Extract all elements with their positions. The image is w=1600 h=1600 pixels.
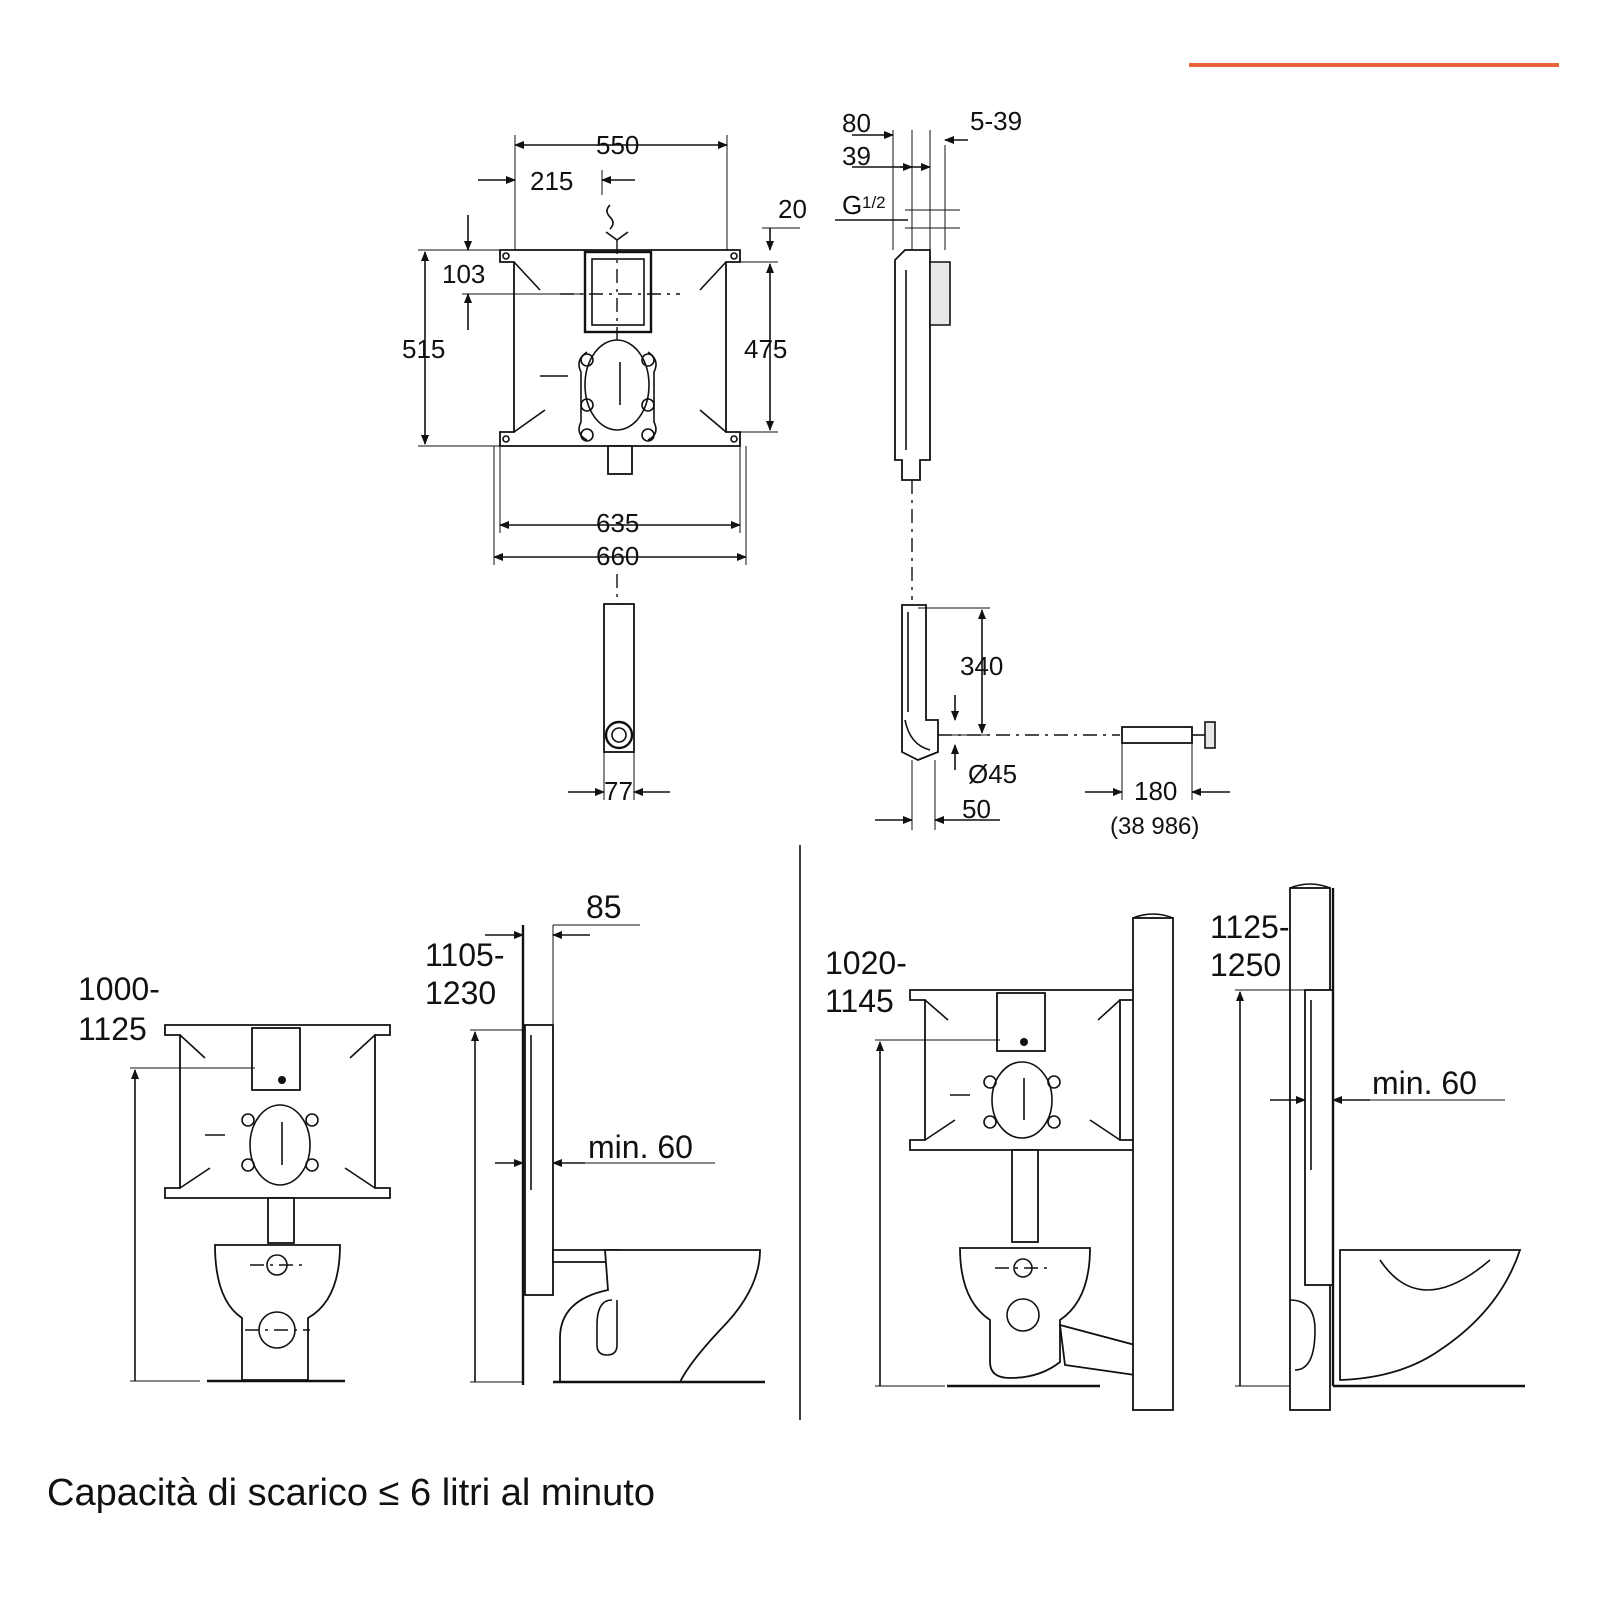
flush-capacity-caption: Capacità di scarico ≤ 6 litri al minuto [47,1472,655,1514]
thread-g: G [842,190,862,220]
dim-103: 103 [442,259,485,289]
right-height-2a: 1125- [1210,909,1289,945]
dim-550: 550 [596,130,639,160]
side-view [835,130,1230,830]
dim-660: 660 [596,541,639,571]
dim-20: 20 [778,194,807,224]
install-left-side [470,924,765,1385]
install-right-front [875,913,1174,1411]
thread-fraction: 1/2 [862,193,886,212]
dim-340: 340 [960,651,1003,681]
dim-635: 635 [596,508,639,538]
dim-215: 215 [530,166,573,196]
left-height-1b: 1125 [78,1011,147,1047]
dim-50: 50 [962,794,991,824]
dim-80: 80 [842,108,871,138]
right-min-60: min. 60 [1372,1065,1477,1101]
left-height-2b: 1230 [425,975,496,1011]
left-height-1a: 1000- [78,971,160,1007]
left-min-60: min. 60 [588,1129,693,1165]
install-right-side [1235,883,1525,1411]
dim-diameter-45: Ø45 [968,759,1017,789]
left-depth-85: 85 [586,889,622,925]
part-number: (38 986) [1110,813,1199,840]
dim-5-39: 5-39 [970,106,1022,136]
dim-515: 515 [402,334,445,364]
front-view-frame [418,135,800,800]
dim-180: 180 [1134,776,1177,806]
dim-39: 39 [842,141,871,171]
right-height-2b: 1250 [1210,947,1281,983]
dim-77: 77 [604,776,633,806]
left-height-2a: 1105- [425,937,504,973]
install-left-front [130,1024,391,1383]
right-height-1b: 1145 [825,983,894,1019]
dim-475: 475 [744,334,787,364]
accent-bar [1189,63,1559,67]
right-height-1a: 1020- [825,945,907,981]
